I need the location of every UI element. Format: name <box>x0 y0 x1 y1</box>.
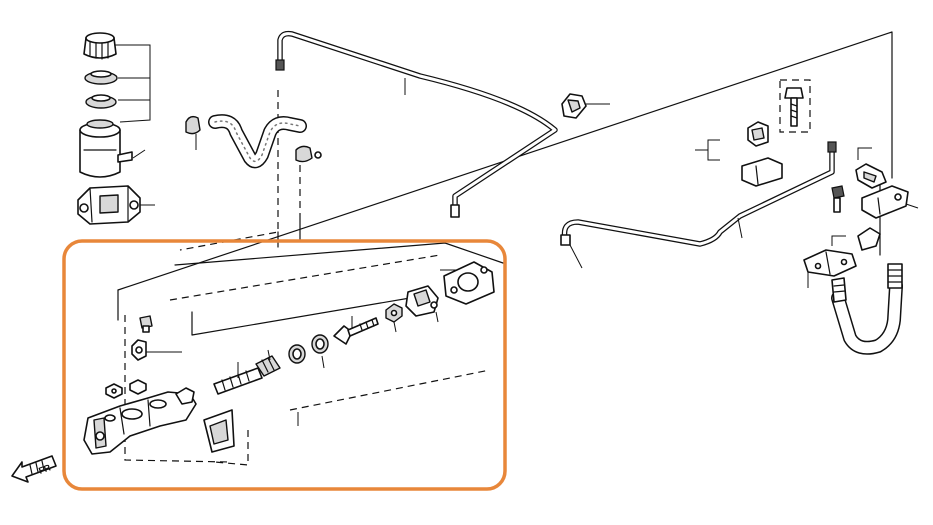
master-cylinder-gasket <box>443 261 495 305</box>
hose-clip-upper-right <box>855 163 887 189</box>
washer-left <box>105 383 123 399</box>
piston-cup-seal <box>288 344 306 364</box>
clutch-pipe-lower <box>560 141 837 269</box>
clutch-flexible-hose <box>831 263 903 355</box>
pipe-bracket-lower <box>741 157 783 187</box>
front-arrow-label: FR <box>37 462 52 476</box>
front-direction-arrow: FR <box>11 455 57 483</box>
hose-clamp-left <box>185 115 201 150</box>
pipe-clip-top <box>561 93 610 119</box>
nut-left <box>129 379 147 395</box>
master-cylinder-body <box>83 387 197 455</box>
reservoir-tank <box>79 119 133 178</box>
master-cylinder-kit <box>83 261 495 455</box>
hose-bracket-right <box>861 185 909 219</box>
master-cylinder-highlight-frame <box>62 239 507 491</box>
push-rod-clevis <box>405 285 439 317</box>
dashed-reference-lines <box>124 79 811 466</box>
piston-washer <box>311 334 329 354</box>
reservoir-cap <box>83 32 117 60</box>
push-rod-lock-nut <box>385 303 403 323</box>
union-bolt-right <box>831 185 845 213</box>
reservoir-bracket <box>77 185 141 225</box>
frame-lines <box>117 31 893 336</box>
push-rod-boot <box>203 409 235 453</box>
clutch-pipe-upper <box>275 30 558 218</box>
reservoir-seal-lower <box>85 94 117 109</box>
reservoir-seal-upper <box>84 70 118 85</box>
mounting-bolt-top <box>784 87 804 127</box>
reservoir-joint-fitting <box>131 339 147 361</box>
piston-spring-assembly <box>213 349 281 395</box>
hose-clamp-right <box>295 145 322 163</box>
reservoir-hose <box>208 114 307 169</box>
hose-bracket-lower <box>803 249 857 277</box>
push-rod <box>333 316 379 345</box>
hose-clip-lower-right <box>857 227 881 251</box>
reservoir-assembly <box>77 32 155 225</box>
pipe-bracket-upper <box>747 121 769 147</box>
mounting-bolt-small <box>139 315 153 333</box>
